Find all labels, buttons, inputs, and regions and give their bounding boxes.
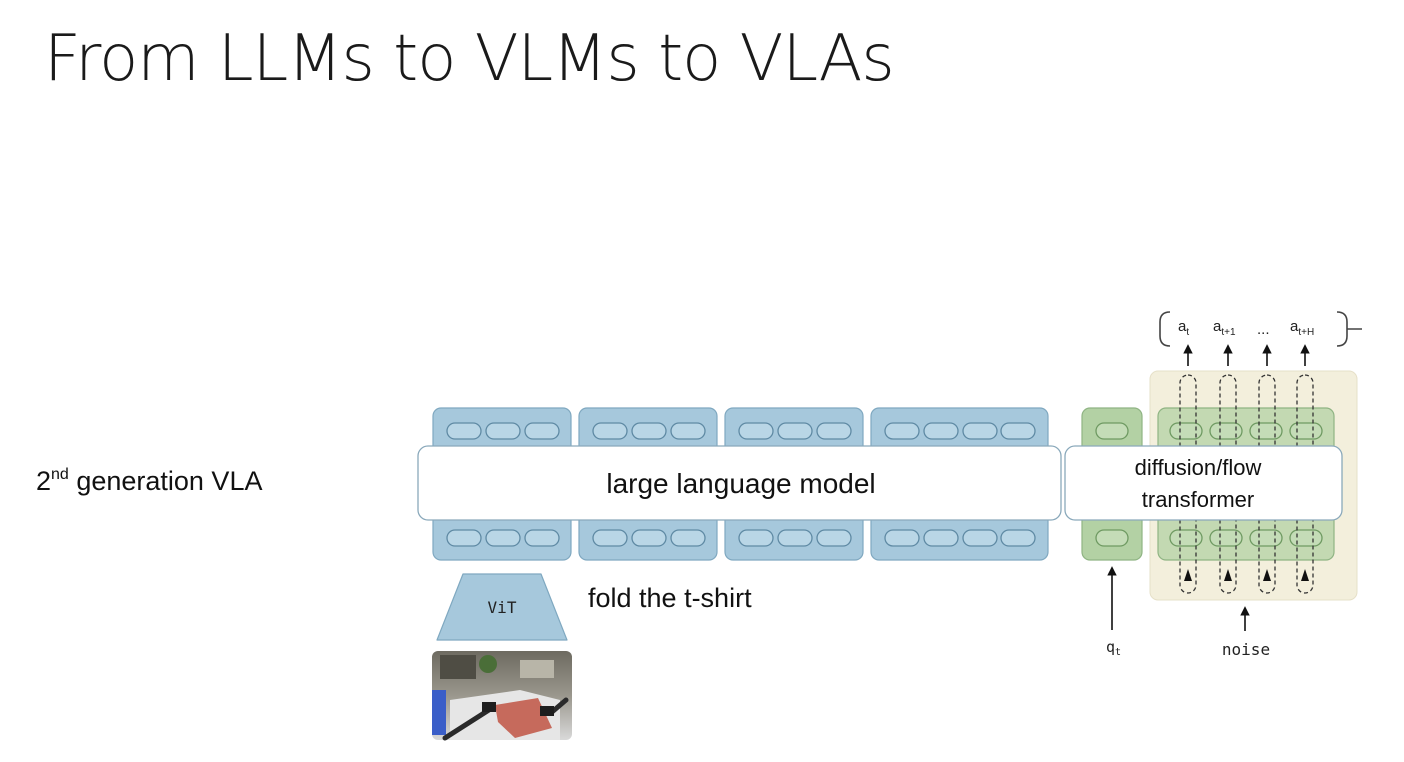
vit-encoder <box>436 573 568 641</box>
noise-label: noise <box>1222 640 1270 659</box>
action-token-tH: at+H <box>1290 318 1314 338</box>
generation-text: generation VLA <box>68 466 263 496</box>
vit-label: ViT <box>488 598 517 617</box>
llm-bar <box>417 445 1062 521</box>
expert-label-line1: diffusion/flow <box>1135 455 1262 480</box>
action-token-ellipsis: ... <box>1257 321 1270 338</box>
expert-label-line2: transformer <box>1142 487 1254 512</box>
action-token-t1: at+1 <box>1213 318 1236 338</box>
llm-label: large language model <box>606 468 875 499</box>
action-token-t: at <box>1178 318 1189 338</box>
robot-camera-image <box>432 651 572 741</box>
generation-label: 2nd generation VLA <box>36 466 262 497</box>
llm-tokens <box>446 422 1036 547</box>
expert-tokens <box>1095 422 1323 547</box>
generation-ordinal: 2 <box>36 466 52 496</box>
instruction-text: fold the t-shirt <box>588 583 752 613</box>
action-chunk-right-brace <box>1336 311 1362 347</box>
expert-bar <box>1064 445 1343 521</box>
slide-title: From LLMs to VLMs to VLAs <box>44 22 895 96</box>
action-chunk-left-brace <box>1159 311 1171 347</box>
action-output-arrows <box>1183 344 1310 366</box>
loop-input-arrows <box>1184 569 1309 581</box>
action-chunk: at at+1 ... at+H <box>1178 318 1314 338</box>
state-label: qt <box>1106 638 1121 658</box>
generation-ordinal-suffix: nd <box>51 466 69 483</box>
